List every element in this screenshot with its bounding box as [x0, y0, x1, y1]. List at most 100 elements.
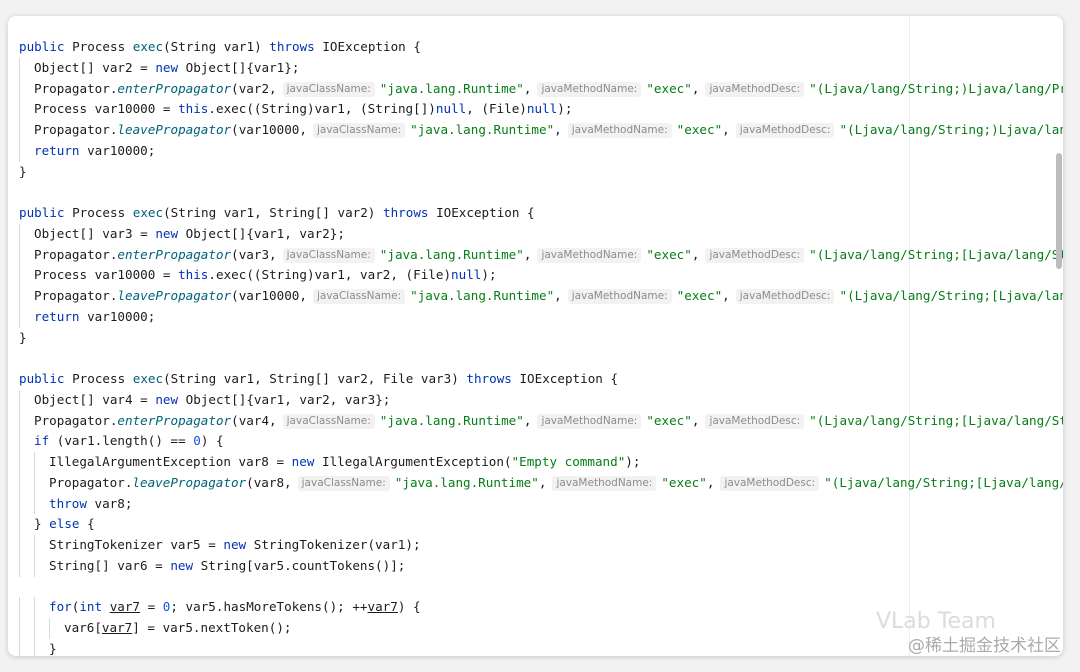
code-token: ,	[523, 412, 532, 428]
code-line[interactable]: for(int var7 = 0; var5.hasMoreTokens(); …	[19, 597, 1063, 618]
code-line[interactable]: Object[] var2 = new Object[]{var1};	[19, 57, 1063, 79]
parameter-hint: javaClassName:	[282, 81, 375, 97]
code-line[interactable]: Propagator.leavePropagator(var10000,java…	[19, 120, 1063, 141]
code-token: ; var5.hasMoreTokens(); ++	[170, 599, 368, 615]
code-line[interactable]: IllegalArgumentException var8 = new Ille…	[19, 452, 1063, 473]
code-token: IOException {	[436, 205, 535, 220]
code-token: var10000;	[87, 308, 156, 324]
code-line[interactable]: Propagator.enterPropagator(var2,javaClas…	[19, 78, 1063, 100]
code-token: Object[] var3 =	[34, 225, 156, 241]
code-line[interactable]: } else {	[19, 514, 1063, 535]
code-line[interactable]: public Process exec(String var1) throws …	[19, 37, 1063, 58]
code-area[interactable]: public Process exec(String var1) throws …	[19, 37, 1063, 656]
code-token: exec	[132, 205, 164, 220]
code-line[interactable]: Object[] var3 = new Object[]{var1, var2}…	[19, 223, 1063, 245]
indent-guide	[19, 431, 34, 452]
code-line[interactable]: public Process exec(String var1, String[…	[19, 203, 1063, 224]
vertical-scrollbar[interactable]	[1055, 16, 1063, 656]
code-token: Process var10000 =	[34, 267, 179, 283]
code-token: if	[34, 433, 57, 449]
code-token: public	[19, 39, 73, 54]
code-token: "java.lang.Runtime"	[379, 80, 524, 96]
code-line[interactable]: Process var10000 = this.exec((String)var…	[19, 265, 1063, 286]
code-token: Object[] var2 =	[34, 59, 156, 75]
code-line[interactable]: }	[19, 162, 1063, 183]
code-token: Process	[72, 205, 133, 220]
code-line[interactable]: return var10000;	[19, 140, 1063, 162]
code-token: enterPropagator	[117, 246, 232, 262]
code-token: leavePropagator	[117, 288, 232, 303]
code-token: var7	[367, 599, 398, 615]
scrollbar-thumb[interactable]	[1056, 153, 1062, 269]
parameter-hint: javaMethodName:	[537, 413, 642, 429]
code-token: "(Ljava/lang/String;)Ljava/lang/Process;…	[809, 80, 1063, 96]
indent-guide	[34, 638, 49, 656]
code-token: (var4,	[231, 412, 277, 428]
code-line[interactable]: if (var1.length() == 0) {	[19, 431, 1063, 452]
code-token: var7	[109, 599, 141, 615]
code-line[interactable]: }	[19, 638, 1063, 656]
code-token: =	[140, 599, 163, 615]
code-token: ,	[523, 80, 532, 96]
code-line[interactable]: Propagator.enterPropagator(var4,javaClas…	[19, 410, 1063, 432]
code-line[interactable]: Propagator.leavePropagator(var8,javaClas…	[19, 472, 1063, 494]
code-line[interactable]: }	[19, 328, 1063, 349]
parameter-hint: javaMethodDesc:	[705, 413, 805, 429]
code-token: String[] var6 =	[49, 557, 171, 573]
code-token: }	[19, 163, 27, 179]
code-token: ,	[538, 474, 547, 490]
code-token: new	[291, 454, 322, 469]
code-line[interactable]: Propagator.enterPropagator(var3,javaClas…	[19, 244, 1063, 266]
code-token: Object[] var4 =	[34, 391, 156, 407]
indent-guide	[19, 410, 34, 432]
code-line[interactable]: Propagator.leavePropagator(var10000,java…	[19, 286, 1063, 307]
code-token: {	[87, 516, 95, 532]
code-line[interactable]: return var10000;	[19, 306, 1063, 328]
code-token: .exec((String)var1, var2, (File)	[208, 267, 452, 283]
parameter-hint: javaMethodDesc:	[735, 289, 835, 304]
code-token: "exec"	[676, 122, 723, 137]
indent-guide	[34, 493, 49, 515]
code-token: "exec"	[661, 474, 707, 490]
parameter-hint: javaMethodName:	[537, 247, 642, 263]
code-token: );	[625, 454, 641, 469]
code-token: (	[71, 599, 80, 615]
code-token: this	[178, 267, 209, 283]
indent-guide	[19, 99, 34, 120]
code-token: new	[223, 537, 254, 552]
code-token: "exec"	[676, 288, 723, 303]
code-token: Propagator.	[34, 80, 118, 96]
code-line[interactable]	[19, 348, 1063, 369]
indent-guide	[19, 493, 34, 515]
code-line[interactable]: throw var8;	[19, 493, 1063, 515]
code-token: .exec((String)var1, (String[])	[208, 101, 436, 117]
code-line[interactable]: public Process exec(String var1, String[…	[19, 369, 1063, 390]
indent-guide	[19, 618, 34, 639]
code-token: enterPropagator	[117, 80, 232, 96]
indent-guide	[19, 57, 34, 79]
code-line[interactable]	[19, 577, 1063, 598]
code-line[interactable]: var6[var7] = var5.nextToken();	[19, 618, 1063, 639]
code-token: Object[]{var1, var2, var3};	[185, 391, 391, 407]
code-token: throws	[466, 371, 520, 386]
parameter-hint: javaMethodName:	[537, 81, 642, 97]
indent-guide	[19, 78, 34, 100]
code-token: "(Ljava/lang/String;)Ljava/lang/Process;…	[839, 122, 1063, 137]
indent-guide	[19, 265, 34, 286]
code-token: (var10000,	[231, 122, 307, 137]
code-token: this	[178, 101, 209, 117]
code-token: leavePropagator	[117, 122, 232, 137]
indent-guide	[19, 389, 34, 411]
code-line[interactable]: Process var10000 = this.exec((String)var…	[19, 99, 1063, 120]
code-line[interactable]: Object[] var4 = new Object[]{var1, var2,…	[19, 389, 1063, 411]
code-line[interactable]: StringTokenizer var5 = new StringTokeniz…	[19, 535, 1063, 556]
code-line[interactable]	[19, 182, 1063, 203]
code-token: (String var1, String[] var2, File var3)	[163, 371, 467, 386]
code-token: );	[557, 101, 573, 117]
code-line[interactable]: String[] var6 = new String[var5.countTok…	[19, 555, 1063, 577]
code-token: Object[]{var1};	[185, 59, 300, 75]
code-token: ] = var5.nextToken();	[132, 620, 292, 635]
code-token: "(Ljava/lang/String;[Ljava/lang/String;L…	[824, 474, 1063, 490]
code-token: (var1.length() ==	[56, 433, 194, 449]
code-token: new	[155, 225, 186, 241]
